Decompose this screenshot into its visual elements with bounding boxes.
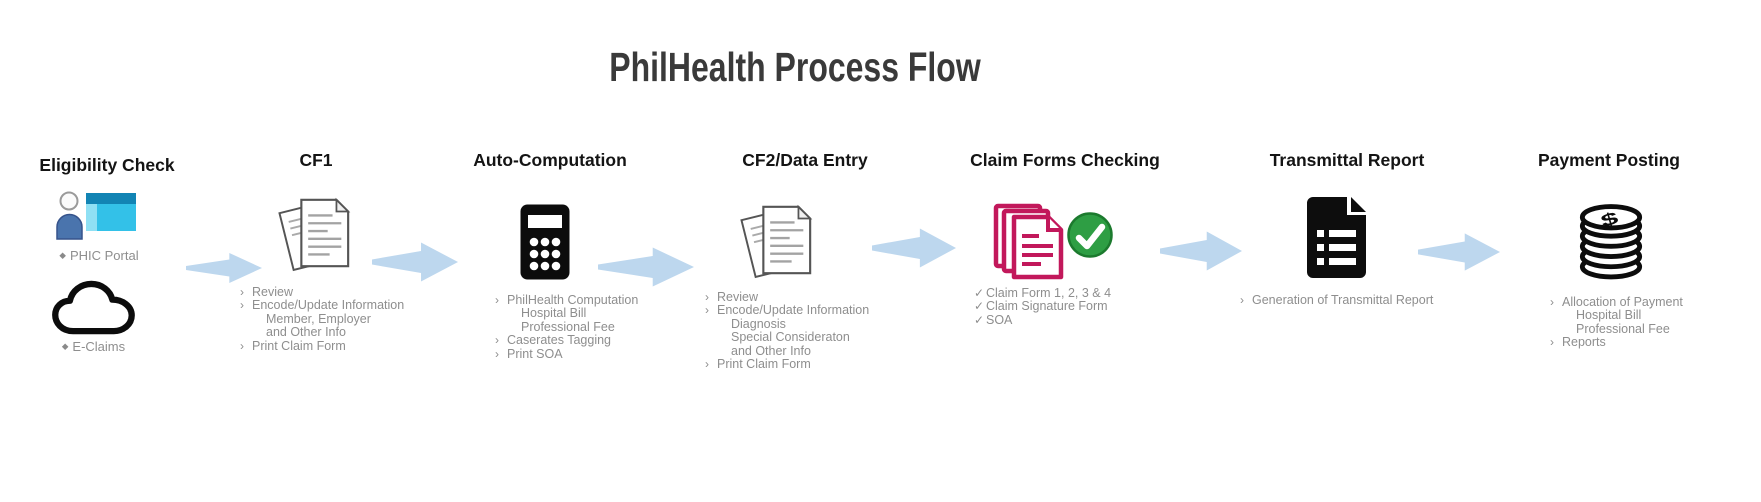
process-step-item: ›Caserates Tagging: [495, 333, 612, 348]
process-step-item: ›Allocation of Payment: [1550, 295, 1683, 309]
bullet-marker: ›: [495, 293, 499, 307]
stage-heading-cf2-data-entry: CF2/Data Entry: [742, 150, 868, 170]
phic-portal-icon: [56, 190, 138, 242]
process-step-item: ›Reports: [1550, 335, 1606, 350]
stage-items-cf2-data-entry: ›Review ›Encode/Update Information Diagn…: [705, 290, 870, 372]
stage-heading-cf1: CF1: [299, 150, 333, 170]
process-step-item: ›Print SOA: [495, 346, 563, 361]
diagram-title: PhilHealth Process Flow: [609, 44, 981, 90]
process-step-item: Professional Fee: [521, 319, 615, 334]
calculator-icon: [520, 204, 570, 280]
bullet-marker: ›: [240, 285, 244, 299]
transmittal-report-icon: [1305, 196, 1369, 278]
check-marker: ✓: [974, 299, 985, 314]
process-step-item: ✓Claim Signature Form: [974, 299, 1108, 314]
stage-items-payment-posting: ›Allocation of Payment Hospital Bill Pro…: [1550, 295, 1683, 350]
flow-arrow: [598, 245, 694, 289]
process-step-item: Professional Fee: [1576, 321, 1670, 336]
check-marker: ✓: [974, 286, 985, 300]
documents-icon: [276, 192, 354, 274]
process-step-item: ›Print Claim Form: [240, 338, 346, 353]
bullet-marker: ›: [705, 290, 709, 304]
e-claims-cloud-icon: [50, 276, 138, 338]
flow-arrow: [1160, 229, 1242, 273]
phic-portal-label: ◆PHIC Portal: [59, 248, 139, 263]
bullet-marker: ›: [1550, 335, 1554, 350]
process-step-item: Hospital Bill: [1576, 308, 1642, 323]
process-step-item: Member, Employer: [266, 311, 371, 326]
bullet-marker: ›: [240, 298, 244, 313]
process-step-item: ✓SOA: [974, 312, 1013, 327]
check-marker: ✓: [974, 312, 985, 327]
stage-items-cf1: ›Review ›Encode/Update Information Membe…: [240, 285, 405, 353]
stage-heading-auto-computation: Auto-Computation: [473, 150, 627, 170]
documents-icon: [738, 199, 816, 281]
check-badge-icon: [1066, 211, 1114, 259]
stage-heading-claim-forms-checking: Claim Forms Checking: [970, 150, 1160, 170]
process-step-item: ›Generation of Transmittal Report: [1240, 293, 1434, 307]
process-step-item: Diagnosis: [731, 316, 786, 331]
flow-arrow: [872, 226, 956, 270]
coin-stack-icon: [1577, 202, 1645, 281]
stage-heading-transmittal-report: Transmittal Report: [1269, 150, 1425, 170]
stage-heading-payment-posting: Payment Posting: [1538, 150, 1680, 170]
process-step-item: ›Encode/Update Information: [240, 298, 405, 313]
bullet-marker: ›: [1550, 295, 1554, 309]
bullet-marker: ›: [1240, 293, 1244, 307]
bullet-marker: ›: [495, 333, 499, 348]
diamond-marker: ◆: [61, 341, 69, 351]
stage-heading-eligibility-check: Eligibility Check: [39, 155, 175, 175]
process-step-item: ›Print Claim Form: [705, 357, 811, 372]
process-step-item: and Other Info: [266, 325, 346, 340]
process-step-item: ›Review: [240, 285, 293, 299]
flow-arrow: [1418, 231, 1500, 273]
flow-arrow: [186, 251, 262, 285]
process-step-item: ›PhilHealth Computation: [495, 293, 639, 307]
process-step-item: and Other Info: [731, 343, 811, 358]
diamond-marker: ◆: [59, 250, 66, 260]
process-step-item: Hospital Bill: [521, 306, 587, 321]
bullet-marker: ›: [705, 357, 709, 372]
stage-items-auto-computation: ›PhilHealth Computation Hospital Bill Pr…: [495, 293, 639, 361]
e-claims-label: ◆E-Claims: [61, 339, 126, 354]
bullet-marker: ›: [495, 346, 499, 361]
process-step-item: ✓Claim Form 1, 2, 3 & 4: [974, 286, 1112, 300]
process-step-item: ›Review: [705, 290, 758, 304]
bullet-marker: ›: [240, 338, 244, 353]
claim-forms-stack-icon: [993, 203, 1071, 283]
process-step-item: ›Encode/Update Information: [705, 303, 870, 318]
flow-arrow: [372, 240, 458, 284]
stage-items-claim-forms-checking: ✓Claim Form 1, 2, 3 & 4 ✓Claim Signature…: [974, 286, 1112, 327]
process-step-item: Special Consideraton: [731, 330, 850, 345]
stage-items-transmittal-report: ›Generation of Transmittal Report: [1240, 293, 1434, 307]
bullet-marker: ›: [705, 303, 709, 318]
